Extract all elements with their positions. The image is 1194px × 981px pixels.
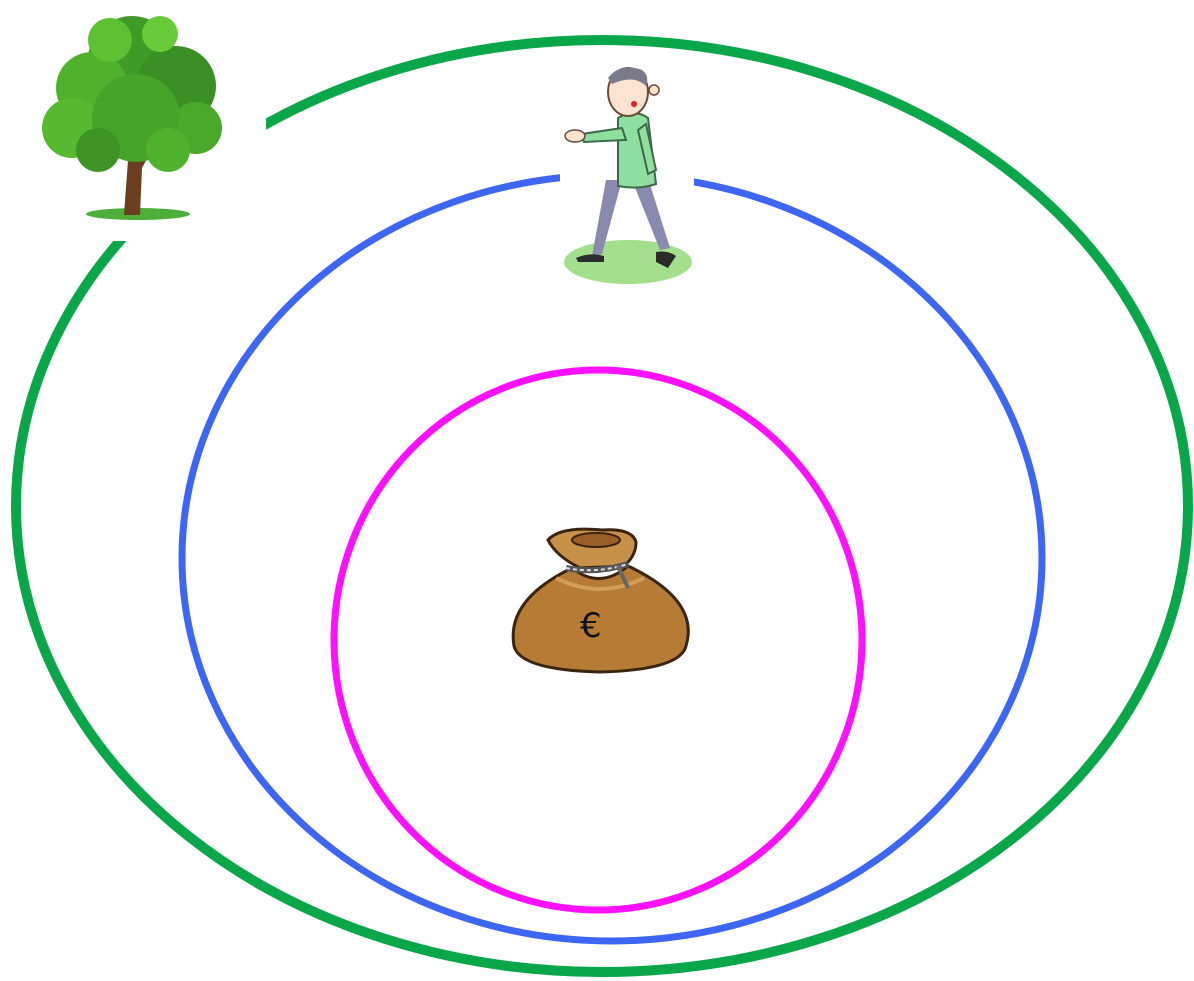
euro-symbol: € bbox=[580, 606, 602, 646]
money-bag-icon: € bbox=[513, 529, 688, 672]
tree-icon bbox=[0, 0, 266, 241]
walking-person-icon bbox=[560, 67, 694, 288]
